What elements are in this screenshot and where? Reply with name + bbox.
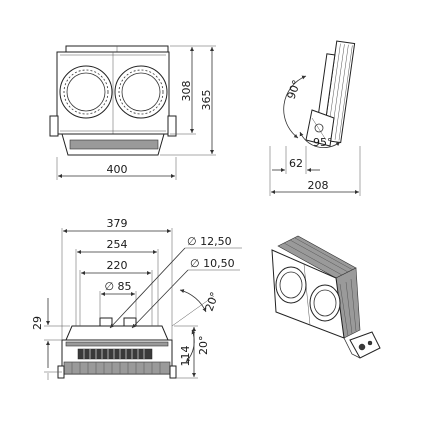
front-bracket-left	[49, 115, 59, 137]
dim-front-height-inner: 308	[180, 81, 193, 102]
dim-hole-diameter: ∅ 85	[104, 280, 131, 293]
iso-bracket	[349, 331, 381, 359]
dim-front-height-outer: 365	[200, 90, 213, 111]
dim-side-angle-top: 90°	[285, 78, 304, 101]
dim-left-height: 29	[31, 316, 44, 330]
dim-bottom-width-mid: 254	[107, 238, 128, 251]
dim-bottom-width-inner: 220	[107, 259, 128, 272]
dim-diameter-large: ∅ 12,50	[187, 235, 232, 248]
isometric-view	[271, 235, 381, 359]
dim-side-offset: 62	[289, 157, 303, 170]
dim-front-width: 400	[107, 163, 128, 176]
front-bracket-right	[167, 115, 177, 137]
dim-bottom-width-outer: 379	[107, 217, 128, 230]
dim-angle-right-top: 20°	[203, 290, 222, 313]
bottom-view: 379 254 220 ∅ 85 ∅ 12,50 ∅ 10,50 20° 20°…	[31, 217, 242, 380]
dim-side-depth: 208	[308, 179, 329, 192]
bottom-grille	[77, 348, 153, 360]
dim-side-angle-bottom: 95°	[313, 136, 333, 149]
front-view: 400 308 365	[49, 45, 216, 180]
dim-angle-right-bottom: 20°	[197, 336, 210, 356]
side-view: 90° 95° 62 208	[269, 40, 361, 196]
front-lens-right	[114, 65, 168, 119]
front-lens-left	[59, 65, 113, 119]
bottom-top-plate	[65, 325, 169, 341]
dim-diameter-small: ∅ 10,50	[190, 257, 235, 270]
dim-right-height: 114	[179, 346, 192, 367]
